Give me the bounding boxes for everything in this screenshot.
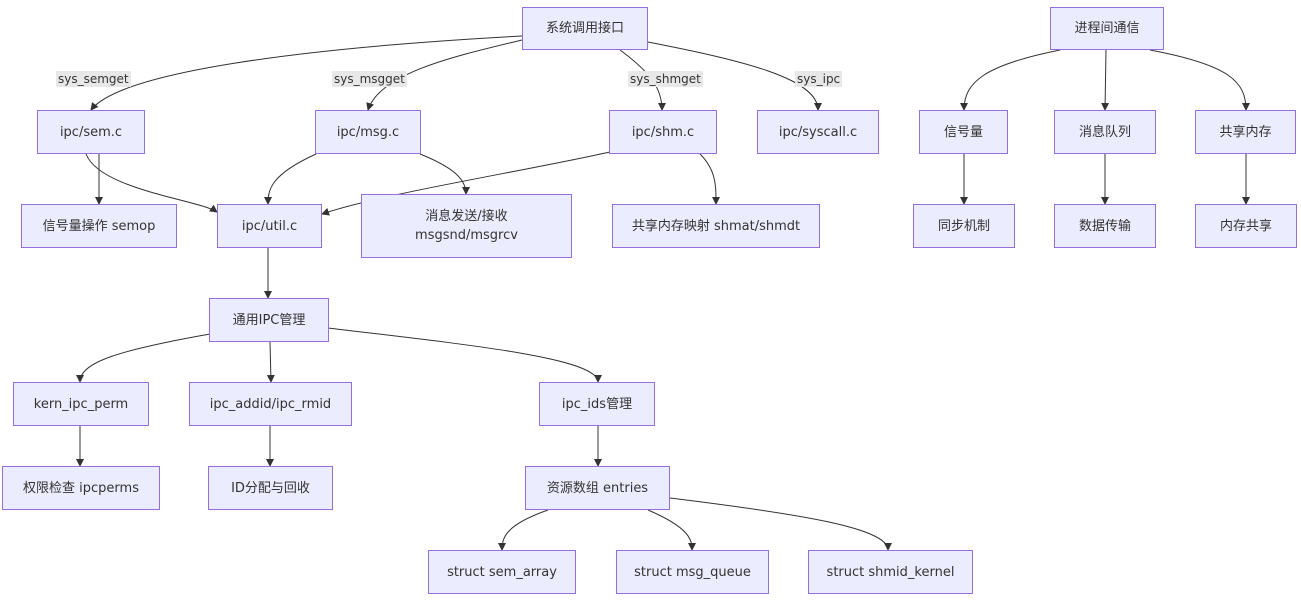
node-struct-sem-array: struct sem_array: [428, 550, 576, 594]
node-general-ipc-management: 通用IPC管理: [209, 298, 329, 342]
node-shared-memory: 共享内存: [1195, 110, 1296, 154]
edge-syscall-msg: [366, 39, 523, 111]
edge-sem-util: [85, 153, 218, 213]
node-ipc-addid-rmid: ipc_addid/ipc_rmid: [189, 382, 352, 426]
edge-general-addid: [266, 341, 275, 383]
node-id-alloc-recycle: ID分配与回收: [208, 466, 333, 510]
node-syscall-interface: 系统调用接口: [522, 7, 648, 50]
edge-entries-shmid: [669, 497, 892, 551]
node-ipc-ids-management: ipc_ids管理: [539, 382, 655, 426]
edge-label-sys-ipc: sys_ipc: [795, 71, 843, 87]
edge-label-sys-shmget: sys_shmget: [628, 71, 703, 87]
node-sem-c: ipc/sem.c: [37, 110, 145, 154]
edge-label-sys-msgget: sys_msgget: [332, 71, 407, 87]
edge-msg-sendrecv: [419, 153, 470, 195]
node-util-c: ipc/util.c: [217, 204, 322, 248]
edge-shm-shmat: [699, 153, 720, 205]
node-semop: 信号量操作 semop: [21, 204, 177, 248]
node-semaphore: 信号量: [919, 110, 1008, 154]
edge-entries-sem: [498, 509, 549, 551]
edge-general-kern: [76, 333, 211, 383]
node-resource-entries: 资源数组 entries: [525, 466, 670, 510]
node-struct-shmid-kernel: struct shmid_kernel: [808, 550, 973, 594]
node-data-transfer: 数据传输: [1054, 204, 1156, 248]
node-ipcperms: 权限检查 ipcperms: [2, 466, 160, 510]
edge-label-sys-semget: sys_semget: [56, 71, 131, 87]
node-msg-send-receive-line1: 消息发送/接收: [425, 209, 508, 224]
node-syscall-c: ipc/syscall.c: [757, 110, 879, 154]
node-kern-ipc-perm: kern_ipc_perm: [13, 382, 149, 426]
node-msg-send-receive: 消息发送/接收 msgsnd/msgrcv: [361, 194, 572, 258]
edge-ipccomm-msgq: [1101, 49, 1110, 111]
edge-syscall-syscallc: [647, 41, 822, 111]
edge-syscall-sem: [90, 35, 523, 111]
node-msg-c: ipc/msg.c: [315, 110, 421, 154]
edge-ipccomm-shm: [1149, 49, 1250, 111]
edge-msg-util: [264, 153, 317, 205]
node-shmat-shmdt: 共享内存映射 shmat/shmdt: [612, 204, 820, 248]
edge-entries-msgq: [647, 509, 696, 551]
node-ipc-communication: 进程间通信: [1050, 7, 1164, 50]
edge-ipccomm-sem: [960, 49, 1061, 111]
edge-shm-util: [321, 151, 611, 216]
node-sync-mechanism: 同步机制: [913, 204, 1015, 248]
node-memory-share: 内存共享: [1195, 204, 1297, 248]
node-struct-msg-queue: struct msg_queue: [616, 550, 769, 594]
node-msg-send-receive-line2: msgsnd/msgrcv: [415, 228, 518, 243]
node-shm-c: ipc/shm.c: [609, 110, 717, 154]
node-message-queue: 消息队列: [1054, 110, 1156, 154]
edge-general-ids: [327, 327, 602, 383]
